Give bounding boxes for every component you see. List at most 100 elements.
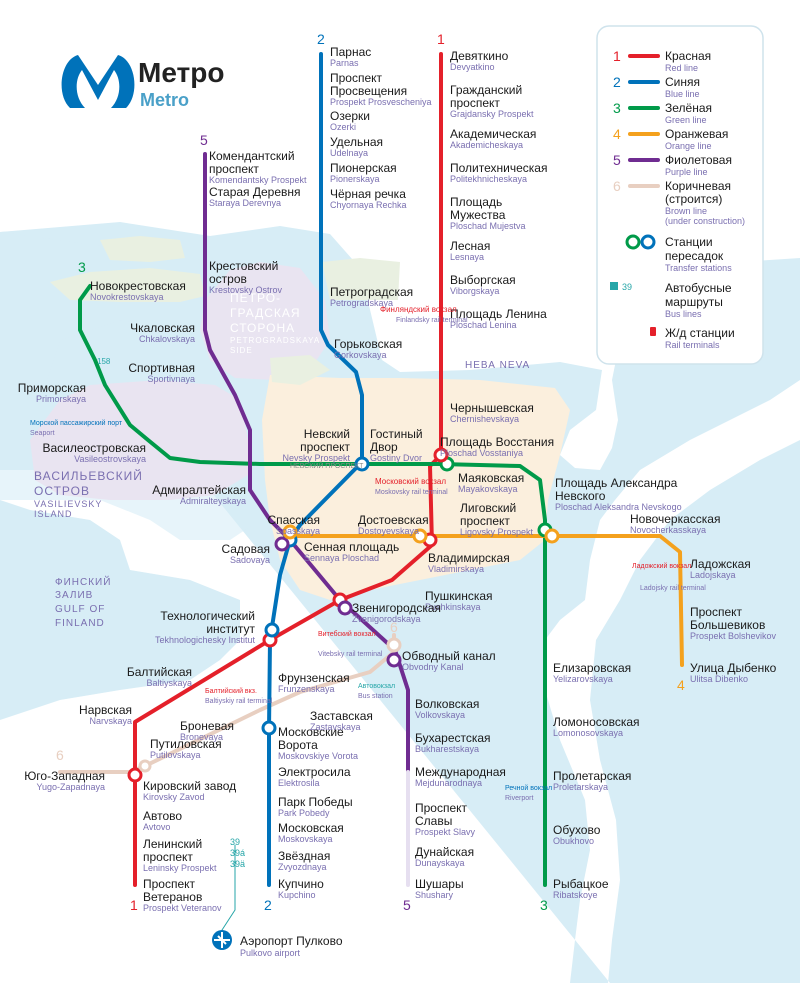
alexander-park	[270, 355, 330, 385]
station-ru-label: Василеостровская	[43, 441, 147, 455]
legend-num-5: 5	[613, 152, 621, 168]
seaport-bus: 158	[97, 357, 111, 366]
legend-label-1: Красная	[665, 49, 711, 63]
line-1-bot-num: 1	[130, 897, 138, 913]
legend-en2-6: (under construction)	[665, 216, 745, 226]
line-2-blue	[267, 52, 364, 887]
station-ru-label: институт	[206, 622, 255, 636]
bus-station-en: Bus station	[358, 693, 393, 700]
legend-box	[596, 25, 764, 365]
transfer-tekhinst-blue	[264, 622, 280, 638]
neva-label: НЕВА NEVA	[465, 360, 530, 371]
station-en-label: Mejdunarodnaya	[415, 778, 482, 788]
station-ru-label: Крестовский	[209, 259, 278, 273]
station-ru-label: Площадь Александра	[555, 476, 678, 490]
metro-m-icon	[61, 55, 135, 108]
station-ru-label: Юго-Западная	[24, 769, 105, 783]
station-ru-label: Лиговский	[460, 501, 516, 515]
petrograd-3: СТОРОНА	[230, 321, 295, 335]
station-en-label: Politekhnicheskaya	[450, 174, 527, 184]
station-ru-label: Балтийская	[127, 665, 192, 679]
station-en-label: Prospekt Veteranov	[143, 903, 222, 913]
transfer-obvodny-brown	[386, 637, 402, 653]
station-en-label: Moskovskiye Vorota	[278, 751, 358, 761]
airport-bus-2: 39á	[230, 848, 245, 858]
plane-glyph	[214, 932, 230, 948]
station-en-label: Shushary	[415, 890, 454, 900]
gulf-finland	[0, 226, 250, 720]
station-en-label: Yugo-Zapadnaya	[36, 782, 105, 792]
station-en-label: Sennaya Ploschad	[304, 553, 379, 563]
station-en-label: Narvskaya	[89, 716, 132, 726]
riverport-en: Riverport	[505, 795, 533, 802]
transfer-dostoevskaya	[412, 528, 428, 544]
station-en-label: Baltiyskaya	[146, 678, 192, 688]
vasil-1: ВАСИЛЬЕВСКИЙ	[34, 468, 143, 483]
vasil-3: VASILIEVSKY	[34, 499, 102, 509]
station-en-label: Prospekt Bolshevikov	[690, 631, 777, 641]
station-ru-label: Нарвская	[79, 703, 132, 717]
rail-baltiysky: Балтийский вкз.	[205, 687, 257, 695]
airport-ru: Аэропорт Пулково	[240, 934, 343, 948]
station-en-label: Elektrosila	[278, 778, 320, 788]
transfers	[127, 447, 560, 783]
legend-num-4: 4	[613, 126, 621, 142]
legend-en-6: Brown line	[665, 206, 707, 216]
station-en-label: Volkovskaya	[415, 710, 465, 720]
legend-num-6: 6	[613, 178, 621, 194]
transfer-moskvorota	[261, 720, 277, 736]
legend-transfer-ru1: Станции	[665, 235, 713, 249]
station-ru-label: Академическая	[450, 127, 536, 141]
station-en-label: Kupchino	[278, 890, 316, 900]
airport-bus-route	[221, 844, 236, 931]
station-en-label: Grajdansky Prospekt	[450, 109, 534, 119]
station-en-label: Prospekt Slavy	[415, 827, 476, 837]
geo-labels: ПЕТРО- ГРАДСКАЯ СТОРОНА PETROGRADSKAYA S…	[34, 291, 530, 629]
legend-label-4: Оранжевая	[665, 127, 728, 141]
line-4-orange	[283, 534, 684, 667]
station-ru-label: Площадь Восстания	[440, 435, 554, 449]
rail-ladojsky: Ладожский вокзал	[632, 562, 691, 570]
rail-finlandsky: Финляндский вокзал	[380, 305, 457, 314]
station-ru-label: Чернышевская	[450, 401, 534, 415]
station-en-label: Mayakovskaya	[458, 484, 518, 494]
station-en-label: Sportivnaya	[147, 374, 195, 384]
station-ru-label: Адмиралтейская	[152, 483, 246, 497]
station-ru-label: Владимирская	[428, 551, 510, 565]
station-en-label: Gorkovskaya	[334, 350, 387, 360]
transfer-sadovaya	[274, 536, 290, 552]
station-ru-label: Московская	[278, 821, 344, 835]
station-en-label: Obvodny Kanal	[402, 662, 464, 672]
station-ru-label: Ленинский	[143, 837, 202, 851]
station-en-label: Vladimirskaya	[428, 564, 484, 574]
station-en-label: Obukhovo	[553, 836, 594, 846]
line-4-num: 4	[677, 677, 685, 693]
transfer-zvenigorodskaya	[337, 600, 353, 616]
station-ru-label: Приморская	[18, 381, 86, 395]
station-ru-label: Пролетарская	[553, 769, 631, 783]
station-ru-label: Технологический	[160, 609, 255, 623]
station-ru-label: остров	[209, 272, 247, 286]
legend-label-2: Синяя	[665, 75, 700, 89]
station-ru-label: Кировский завод	[143, 779, 236, 793]
station-en-label: Novokrestovskaya	[90, 292, 164, 302]
legend-bus-ru2: маршруты	[665, 295, 723, 309]
station-labels: ДевяткиноDevyatkinoГражданскийпроспектGr…	[18, 45, 777, 913]
